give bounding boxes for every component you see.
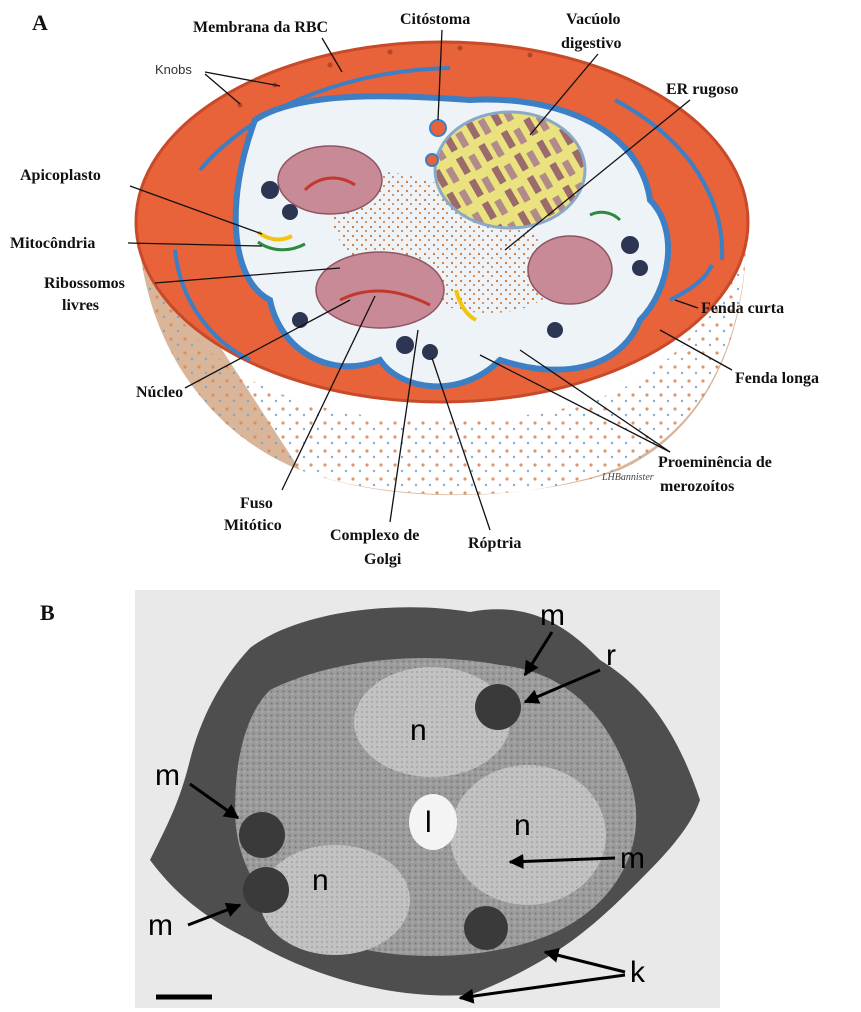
label-membrana-rbc: Membrana da RBC [193,19,328,36]
cytostome-vesicle [426,154,438,166]
label-b-m4: m [620,842,645,875]
label-proeminencia-2: merozoítos [660,478,734,495]
panel-a-letter: A [32,10,48,35]
label-b-k: k [630,956,646,989]
nucleus [278,146,382,214]
label-fenda-curta: Fenda curta [701,300,784,317]
em-rhoptry [475,684,521,730]
label-fuso-2: Mitótico [224,517,282,534]
artist-signature: LHBannister [601,472,654,483]
em-micrograph [135,590,720,1008]
label-roptria: Róptria [468,535,521,552]
digestive-vacuole [435,112,585,228]
label-vacuolo-2: digestivo [561,35,621,52]
label-golgi-1: Complexo de [330,527,419,544]
panel-b-letter: B [40,600,55,625]
em-vacuole-l [409,794,457,850]
nucleus [528,236,612,304]
label-ribossomos-2: livres [62,297,99,314]
label-citostoma: Citóstoma [400,11,470,28]
label-b-m1: m [540,599,565,632]
schizont-illustration [136,42,748,495]
label-vacuolo-1: Vacúolo [566,11,621,28]
label-fenda-longa: Fenda longa [735,370,819,387]
label-b-m3: m [148,909,173,942]
label-b-n1: n [410,714,427,747]
label-b-l: l [425,806,432,839]
em-rhoptry [464,906,508,950]
label-er-rugoso: ER rugoso [666,81,738,98]
label-golgi-2: Golgi [364,551,402,568]
cytostome [430,120,446,136]
label-fuso-1: Fuso [240,495,273,512]
label-knobs: Knobs [155,62,192,77]
label-b-r: r [606,639,616,672]
em-rhoptry [243,867,289,913]
label-b-n2: n [514,809,531,842]
label-proeminencia-1: Proeminência de [658,454,772,471]
label-b-n3: n [312,864,329,897]
em-rhoptry [239,812,285,858]
label-nucleo: Núcleo [136,384,183,401]
label-apicoplasto: Apicoplasto [20,167,101,184]
label-ribossomos-1: Ribossomos [44,275,125,292]
label-b-m2: m [155,759,180,792]
label-mitocondria: Mitocôndria [10,235,95,252]
